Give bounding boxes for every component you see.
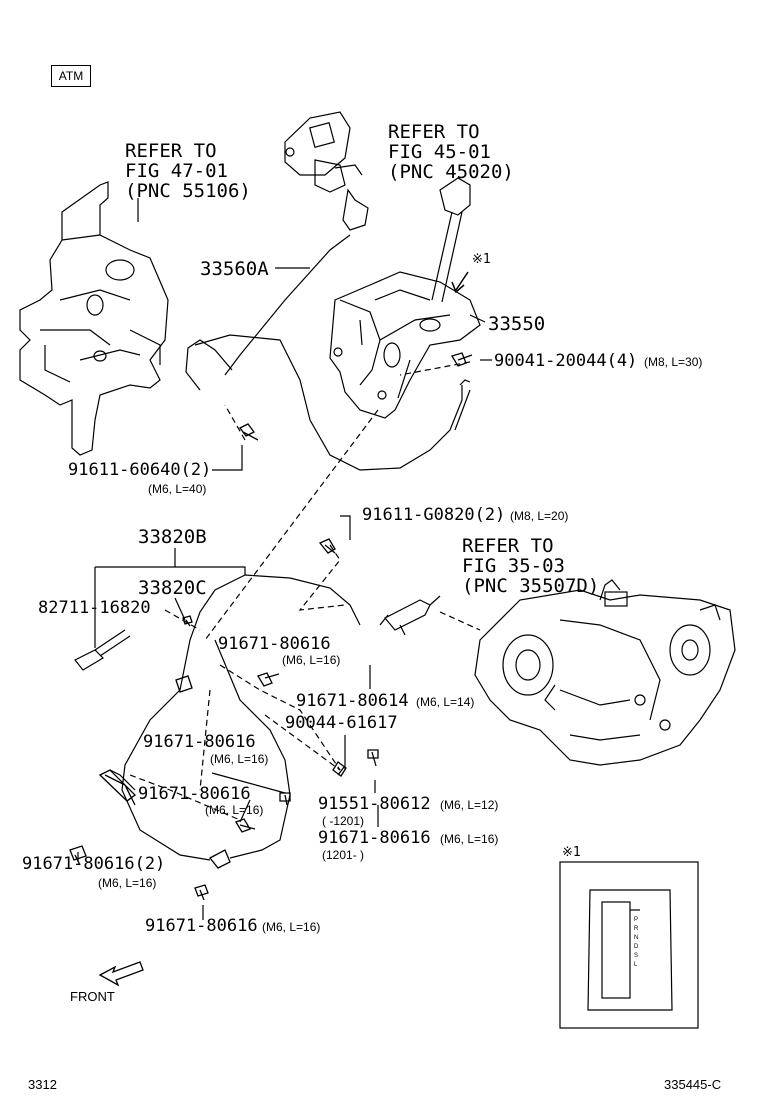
bracket-ref-line1: REFER TO [125,140,217,162]
part-91671-80616-2: 91671-80616(2) [22,854,166,874]
bracket-ref-line2: FIG 47-01 [125,160,228,182]
part-91671-80614: 91671-80614 [296,691,409,711]
part-82711: 82711-16820 [38,598,151,618]
part-91611-60640: 91611-60640(2) [68,460,212,480]
part-91551-date: ( -1201) [322,814,365,828]
part-91671-80616-e-spec: (M6, L=16) [262,920,321,934]
bracket-ref-line3: (PNC 55106) [125,180,251,202]
switch-ref-line3: (PNC 45020) [388,161,514,183]
cable-lines [109,234,471,861]
gear-letter-r: R [634,926,639,932]
part-91671-80616-d: 91671-80616 [318,828,431,848]
part-91611-G0820: 91611-G0820(2) [362,505,506,525]
gear-letter-s: S [634,953,639,959]
trans-ref-line1: REFER TO [462,535,554,557]
gear-letter-d: D [634,944,639,950]
gear-letter-l: L [634,962,638,968]
part-91671-80616-c: 91671-80616 [138,784,251,804]
part-91671-80616-b-spec: (M6, L=16) [210,752,269,766]
front-label: FRONT [70,989,115,1004]
part-33820B: 33820B [138,526,207,548]
gear-letters: P R N D S L [634,916,638,970]
part-91671-80616-d-date: (1201- ) [322,848,365,862]
part-91671-80616-e: 91671-80616 [145,916,258,936]
switch-ref-line2: FIG 45-01 [388,141,491,163]
atm-badge: ATM [51,65,91,87]
page-number-left: 3312 [28,1077,57,1092]
part-91671-80616-b: 91671-80616 [143,732,256,752]
switch-ref-line1: REFER TO [388,121,480,143]
switch-illustration [284,111,369,231]
shift-lever-illustration [329,177,481,419]
part-91611-G0820-spec: (M8, L=20) [510,509,569,523]
bolt-icons [69,352,473,901]
part-91551: 91551-80612 [318,794,431,814]
front-arrow-icon [98,961,144,987]
part-33820C: 33820C [138,577,207,599]
inset-frame [559,861,699,1029]
part-91611-60640-spec: (M6, L=40) [148,482,207,496]
part-91671-80614-spec: (M6, L=14) [416,695,475,709]
part-90041: 90041-20044(4) [494,351,638,371]
gear-letter-p: P [634,917,639,923]
part-91551-spec: (M6, L=12) [440,798,499,812]
inset-marker: ※1 [562,845,581,860]
bracket-illustration [19,181,169,456]
part-91671-80616-2-spec: (M6, L=16) [98,876,157,890]
part-90044: 90044-61617 [285,713,398,733]
part-91671-80616-a-spec: (M6, L=16) [282,653,341,667]
view-arrow [451,271,469,294]
clip-illustration [74,629,131,671]
part-91671-80616-d-spec: (M6, L=16) [440,832,499,846]
part-33560A: 33560A [200,258,269,280]
page-number-right: 335445-C [664,1077,722,1092]
part-90041-spec: (M8, L=30) [644,355,703,369]
label-leaders [77,198,492,920]
note-marker: ※1 [472,252,491,267]
trans-ref-line3: (PNC 35507D) [462,575,600,597]
part-91671-80616-a: 91671-80616 [218,634,331,654]
trans-ref-line2: FIG 35-03 [462,555,565,577]
gear-letter-n: N [634,935,639,941]
dashed-leaders [129,361,481,821]
transmission-illustration [474,579,736,766]
trans-lever-illustration [379,599,431,636]
part-33550: 33550 [488,313,546,335]
part-91671-80616-c-spec: (M6, L=16) [205,803,264,817]
